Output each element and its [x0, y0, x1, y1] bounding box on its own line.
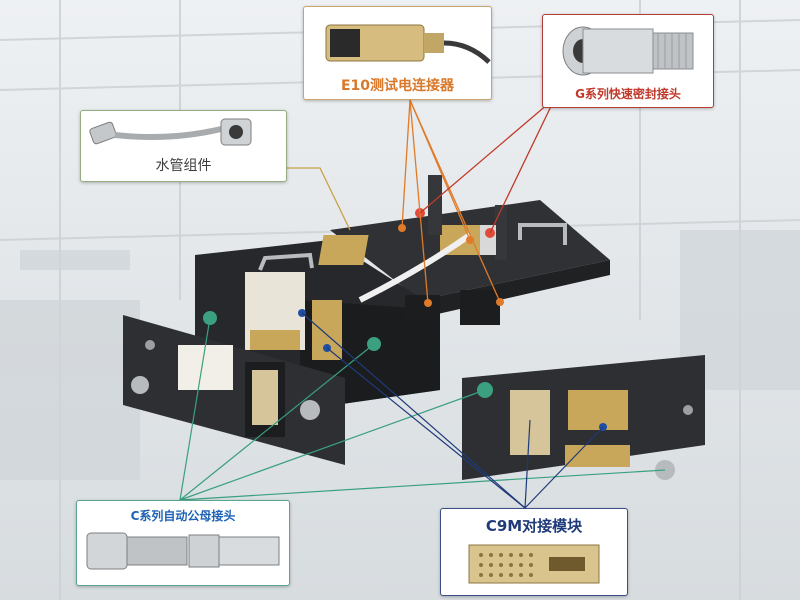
callout-c-series-label: C系列自动公母接头 — [130, 509, 236, 523]
callout-c9m-module: C9M对接模块 — [440, 508, 628, 596]
callout-e10-label: E10测试电连接器 — [340, 78, 455, 94]
water-pipe — [358, 232, 472, 303]
water-pipe-icon — [89, 118, 252, 146]
c-series-coupler-icon — [86, 532, 280, 570]
module-yellow-1 — [318, 235, 369, 265]
callout-g-series-label: G系列快速密封接头 — [575, 87, 681, 101]
callout-water-label: 水管组件 — [155, 158, 212, 174]
e10-connector-icon — [325, 24, 491, 64]
leader-lines-e10 — [401, 99, 501, 304]
g-series-fitting-icon — [562, 26, 694, 76]
leader-lines-c — [179, 317, 666, 501]
callout-water-pipe-assembly: 水管组件 — [80, 110, 287, 182]
c9m-module-icon — [468, 544, 600, 584]
leader-lines-g — [419, 97, 556, 234]
callout-c-series-coupler: C系列自动公母接头 — [76, 500, 290, 586]
leader-lines-c9m — [301, 312, 604, 509]
leader-line-water — [285, 167, 351, 231]
callout-c9m-label: C9M对接模块 — [485, 517, 583, 535]
callout-g-series-fitting: G系列快速密封接头 — [542, 14, 714, 108]
callout-e10-connector: E10测试电连接器 — [303, 6, 492, 100]
